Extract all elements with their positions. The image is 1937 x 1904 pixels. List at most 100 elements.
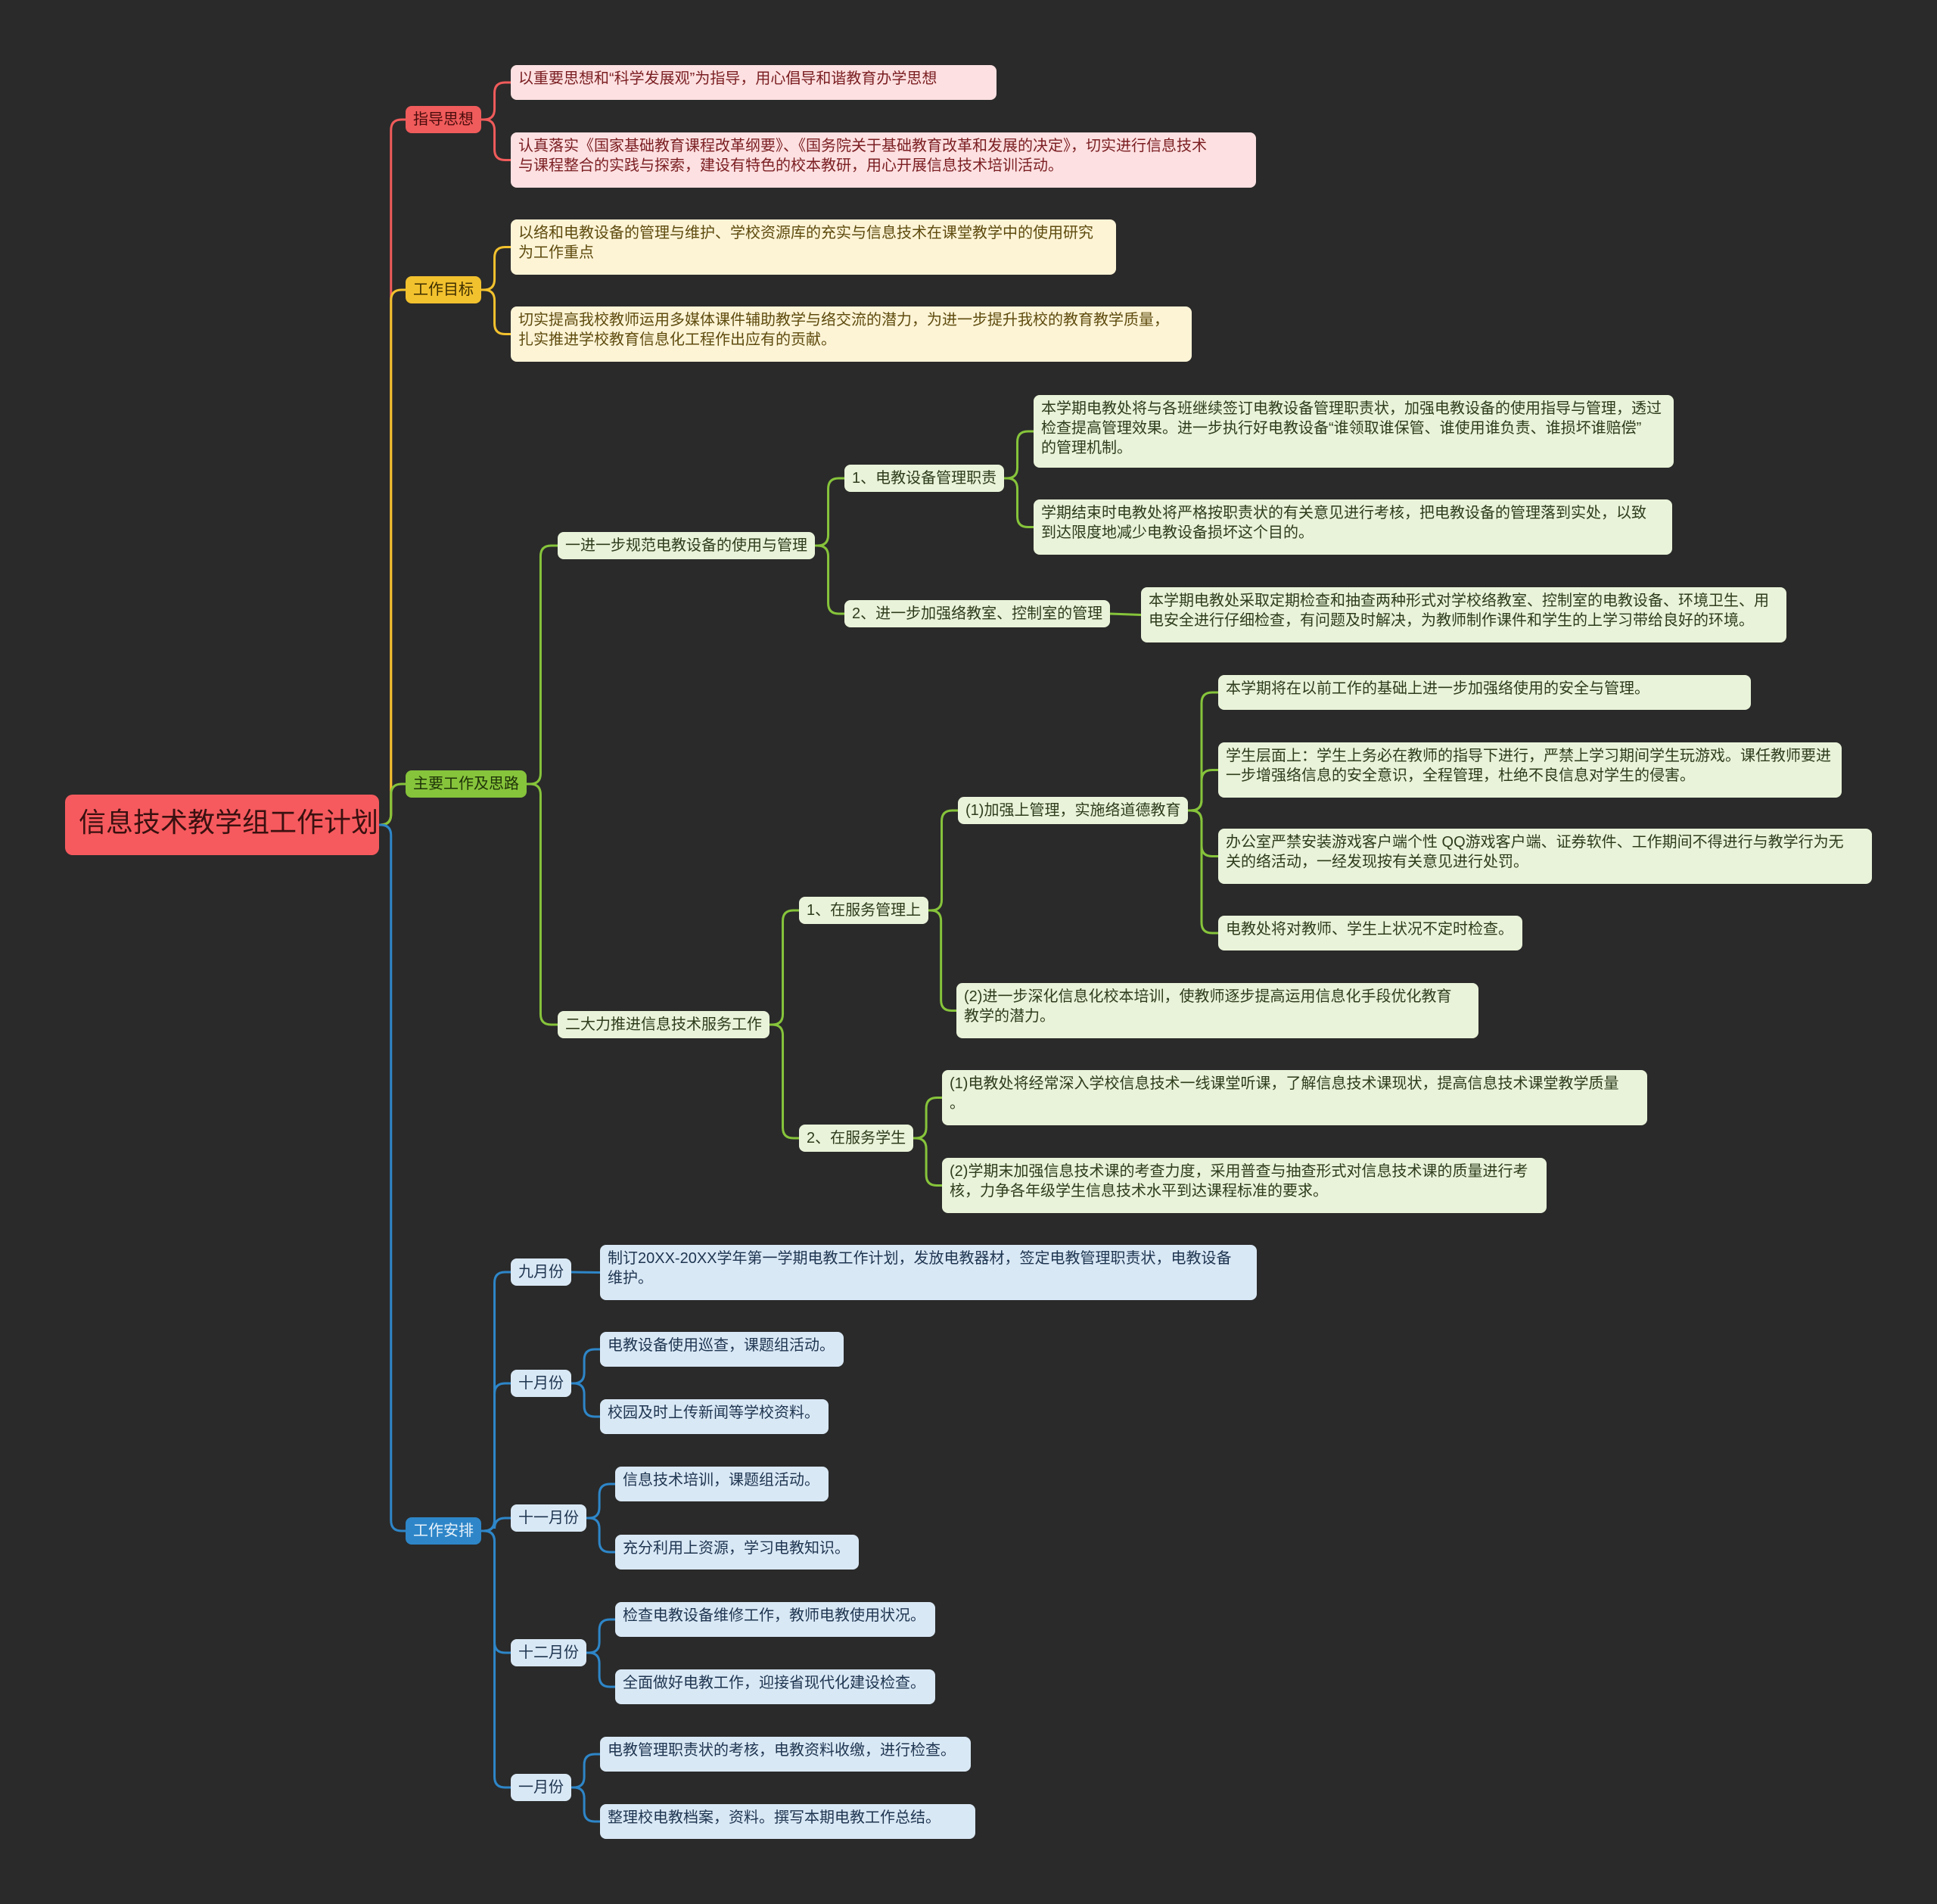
month-sep-item-1[interactable]: 制订20XX-20XX学年第一学期电教工作计划，发放电教器材，签定电教管理职责状… bbox=[600, 1245, 1257, 1300]
main-a1-node[interactable]: 1、电教设备管理职责 bbox=[844, 465, 1005, 492]
connector-line bbox=[481, 1271, 511, 1532]
main-a1-item-2-line: 学期结束时电教处将严格按职责状的有关意见进行考核，把电教设备的管理落到实处，以致 bbox=[1041, 505, 1646, 521]
connector-line bbox=[913, 1137, 942, 1187]
main-b2-item-2-line: (2)学期末加强信息技术课的考查力度，采用普查与抽查形式对信息技术课的质量进行考 bbox=[950, 1163, 1528, 1180]
guiding-item-1-text: 以重要思想和“科学发展观”为指导，用心倡导和谐教育办学思想 bbox=[518, 70, 937, 87]
month-jan-item-1[interactable]: 电教管理职责状的考核，电教资料收缴，进行检查。 bbox=[600, 1737, 971, 1772]
connector-line bbox=[571, 1753, 600, 1789]
main-c1-node[interactable]: (1)加强上管理，实施络道德教育 bbox=[958, 797, 1189, 824]
month-dec-item-1[interactable]: 检查电教设备维修工作，教师电教使用状况。 bbox=[615, 1602, 935, 1637]
main-a-node[interactable]: 一进一步规范电教设备的使用与管理 bbox=[558, 532, 815, 559]
month-oct-item-1-line: 电教设备使用巡查，课题组活动。 bbox=[608, 1337, 835, 1354]
main-c1-item-4[interactable]: 电教处将对教师、学生上状况不定时检查。 bbox=[1218, 916, 1522, 950]
branch-main-work[interactable]: 主要工作及思路 bbox=[406, 770, 527, 798]
month-oct[interactable]: 十月份 bbox=[511, 1370, 571, 1397]
main-c1-item-3-line: 办公室严禁安装游戏客户端个性 QQ游戏客户端、证券软件、工作期间不得进行与教学行… bbox=[1226, 834, 1844, 851]
connector-line bbox=[1004, 430, 1034, 480]
connector-line bbox=[481, 1517, 511, 1532]
main-c1-item-4-line: 电教处将对教师、学生上状况不定时检查。 bbox=[1226, 921, 1513, 938]
main-c1-item-1[interactable]: 本学期将在以前工作的基础上进一步加强络使用的安全与管理。 bbox=[1218, 675, 1751, 710]
month-dec-item-1-line: 检查电教设备维修工作，教师电教使用状况。 bbox=[623, 1607, 925, 1624]
month-nov[interactable]: 十一月份 bbox=[511, 1504, 586, 1532]
connector-line bbox=[481, 1382, 511, 1532]
connector-line bbox=[481, 1529, 511, 1789]
main-b1-node[interactable]: 1、在服务管理上 bbox=[799, 897, 929, 924]
goals-item-2-line: 切实提高我校教师运用多媒体课件辅助教学与络交流的潜力，为进一步提升我校的教育教学… bbox=[518, 312, 1169, 328]
main-a1-item-2[interactable]: 学期结束时电教处将严格按职责状的有关意见进行考核，把电教设备的管理落到实处，以致… bbox=[1034, 499, 1672, 555]
main-c1-item-2[interactable]: 学生层面上：学生上务必在教师的指导下进行，严禁上学习期间学生玩游戏。课任教师要进… bbox=[1218, 742, 1842, 798]
month-nov-item-2[interactable]: 充分利用上资源，学习电教知识。 bbox=[615, 1535, 859, 1570]
main-c1-item-2-line: 一步增强络信息的安全意识，全程管理，杜绝不良信息对学生的侵害。 bbox=[1226, 767, 1695, 784]
month-oct-item-1[interactable]: 电教设备使用巡查，课题组活动。 bbox=[600, 1332, 844, 1367]
month-dec[interactable]: 十二月份 bbox=[511, 1639, 586, 1666]
connector-line bbox=[1188, 769, 1218, 812]
main-c1-item-3-line: 关的络活动，一经发现按有关意见进行处罚。 bbox=[1226, 854, 1528, 870]
connector-line bbox=[586, 1651, 615, 1688]
main-b2-item-1[interactable]: (1)电教处将经常深入学校信息技术一线课堂听课，了解信息技术课现状，提高信息技术… bbox=[942, 1070, 1647, 1125]
connector-line bbox=[481, 1529, 511, 1654]
connector-line bbox=[1004, 477, 1034, 528]
guiding-item-1[interactable]: 以重要思想和“科学发展观”为指导，用心倡导和谐教育办学思想 bbox=[511, 65, 996, 100]
connector-line bbox=[586, 1618, 615, 1654]
connector-line bbox=[586, 1482, 615, 1520]
guiding-item-2-line: 认真落实《国家基础教育课程改革纲要》、《国务院关于基础教育改革和发展的决定》，切… bbox=[518, 138, 1207, 154]
main-b2-item-1-line: (1)电教处将经常深入学校信息技术一线课堂听课，了解信息技术课现状，提高信息技术… bbox=[950, 1075, 1619, 1092]
goals-item-2-line: 扎实推进学校教育信息化工程作出应有的贡献。 bbox=[518, 331, 836, 348]
connector-line bbox=[527, 544, 558, 786]
goals-item-2[interactable]: 切实提高我校教师运用多媒体课件辅助教学与络交流的潜力，为进一步提升我校的教育教学… bbox=[511, 306, 1192, 362]
month-nov-item-1[interactable]: 信息技术培训，课题组活动。 bbox=[615, 1467, 829, 1501]
main-b2-node[interactable]: 2、在服务学生 bbox=[799, 1125, 914, 1152]
connector-line bbox=[481, 246, 511, 291]
root-title[interactable]: 信息技术教学组工作计划 bbox=[65, 795, 379, 855]
month-jan[interactable]: 一月份 bbox=[511, 1774, 571, 1801]
connector-line bbox=[770, 1023, 799, 1140]
connector-line bbox=[1188, 809, 1218, 935]
connector-line bbox=[815, 544, 844, 615]
month-sep[interactable]: 九月份 bbox=[511, 1258, 571, 1286]
connector-line bbox=[379, 288, 406, 826]
main-b-node[interactable]: 二大力推进信息技术服务工作 bbox=[558, 1011, 770, 1038]
connector-line bbox=[928, 809, 958, 912]
guiding-item-2[interactable]: 认真落实《国家基础教育课程改革纲要》、《国务院关于基础教育改革和发展的决定》，切… bbox=[511, 132, 1256, 188]
main-a1-item-1-line: 本学期电教处将与各班继续签订电教设备管理职责状，加强电教设备的使用指导与管理，透… bbox=[1041, 400, 1662, 417]
month-nov-item-1-line: 信息技术培训，课题组活动。 bbox=[623, 1472, 819, 1489]
main-a2-item-1-line: 电安全进行仔细检查，有问题及时解决，为教师制作课件和学生的上学习带给良好的环境。 bbox=[1149, 612, 1754, 629]
goals-item-1[interactable]: 以络和电教设备的管理与维护、学校资源库的充实与信息技术在课堂教学中的使用研究 为… bbox=[511, 219, 1116, 275]
main-b2-item-1-line: 。 bbox=[950, 1095, 965, 1112]
connector-line bbox=[571, 1348, 600, 1385]
main-a1-item-1[interactable]: 本学期电教处将与各班继续签订电教设备管理职责状，加强电教设备的使用指导与管理，透… bbox=[1034, 395, 1674, 468]
main-a2-item-1[interactable]: 本学期电教处采取定期检查和抽查两种形式对学校络教室、控制室的电教设备、环境卫生、… bbox=[1141, 587, 1786, 642]
main-a1-item-1-line: 的管理机制。 bbox=[1041, 440, 1132, 456]
month-jan-item-2-line: 整理校电教档案，资料。撰写本期电教工作总结。 bbox=[608, 1809, 941, 1826]
month-jan-item-2[interactable]: 整理校电教档案，资料。撰写本期电教工作总结。 bbox=[600, 1804, 975, 1839]
main-b2-item-2[interactable]: (2)学期末加强信息技术课的考查力度，采用普查与抽查形式对信息技术课的质量进行考… bbox=[942, 1158, 1547, 1213]
month-dec-item-2-line: 全面做好电教工作，迎接省现代化建设检查。 bbox=[623, 1675, 925, 1691]
main-c1-item-1-line: 本学期将在以前工作的基础上进一步加强络使用的安全与管理。 bbox=[1226, 680, 1649, 697]
main-c1-item-3[interactable]: 办公室严禁安装游戏客户端个性 QQ游戏客户端、证券软件、工作期间不得进行与教学行… bbox=[1218, 829, 1872, 884]
main-b2-item-2-line: 核，力争各年级学生信息技术水平到达课程标准的要求。 bbox=[950, 1183, 1328, 1199]
connector-line bbox=[770, 909, 799, 1026]
connector-line bbox=[913, 1097, 942, 1140]
connector-line bbox=[481, 81, 511, 121]
main-a1-item-1-line: 检查提高管理效果。进一步执行好电教设备“谁领取谁保管、谁使用谁负责、谁损坏谁赔偿… bbox=[1041, 420, 1642, 437]
branch-goals[interactable]: 工作目标 bbox=[406, 276, 481, 303]
month-oct-item-2[interactable]: 校园及时上传新闻等学校资料。 bbox=[600, 1399, 829, 1434]
main-a1-item-2-line: 到达限度地减少电教设备损坏这个目的。 bbox=[1041, 524, 1314, 541]
connector-line bbox=[571, 1382, 600, 1418]
main-c2-node[interactable]: (2)进一步深化信息化校本培训，使教师逐步提高运用信息化手段优化教育 教学的潜力… bbox=[956, 983, 1478, 1038]
main-c1-item-2-line: 学生层面上：学生上务必在教师的指导下进行，严禁上学习期间学生玩游戏。课任教师要进 bbox=[1226, 748, 1831, 764]
main-c2-line: 教学的潜力。 bbox=[964, 1008, 1055, 1025]
month-sep-item-1-line: 制订20XX-20XX学年第一学期电教工作计划，发放电教器材，签定电教管理职责状… bbox=[608, 1250, 1232, 1267]
connector-line bbox=[586, 1517, 615, 1554]
connector-line bbox=[815, 477, 844, 547]
branch-guiding[interactable]: 指导思想 bbox=[406, 106, 481, 133]
connector-line bbox=[1109, 612, 1142, 616]
month-sep-item-1-line: 维护。 bbox=[608, 1270, 653, 1286]
branch-schedule[interactable]: 工作安排 bbox=[406, 1517, 481, 1545]
connector-line bbox=[1188, 809, 1218, 857]
connector-line bbox=[481, 288, 511, 335]
main-a2-node[interactable]: 2、进一步加强络教室、控制室的管理 bbox=[844, 600, 1111, 627]
connector-line bbox=[928, 909, 956, 1012]
month-dec-item-2[interactable]: 全面做好电教工作，迎接省现代化建设检查。 bbox=[615, 1669, 935, 1704]
